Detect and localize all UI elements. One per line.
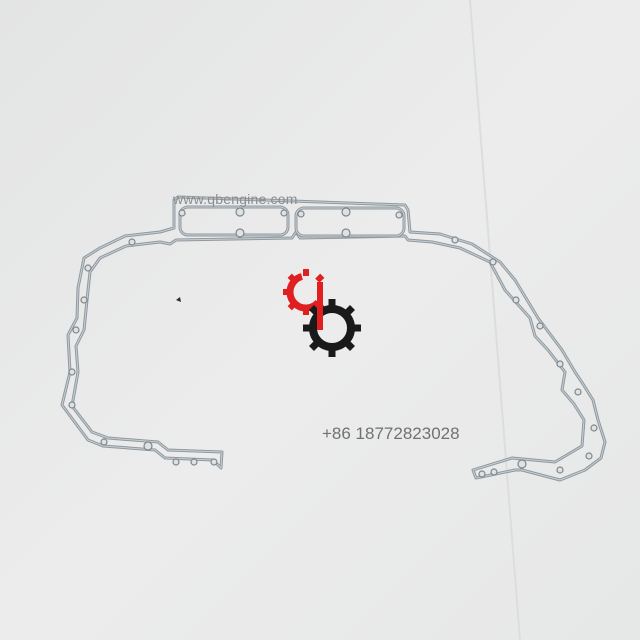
black-gear-icon (303, 299, 361, 357)
gear-logo-icon (283, 269, 361, 357)
logo-bar (317, 282, 323, 330)
gasket-bolt-holes (68, 207, 598, 478)
watermark-url: www.qbengine.com (173, 191, 298, 207)
paper-crease (469, 0, 521, 640)
gasket (60, 195, 607, 482)
dust-speck (176, 297, 181, 302)
watermark-phone: +86 18772823028 (322, 424, 460, 443)
